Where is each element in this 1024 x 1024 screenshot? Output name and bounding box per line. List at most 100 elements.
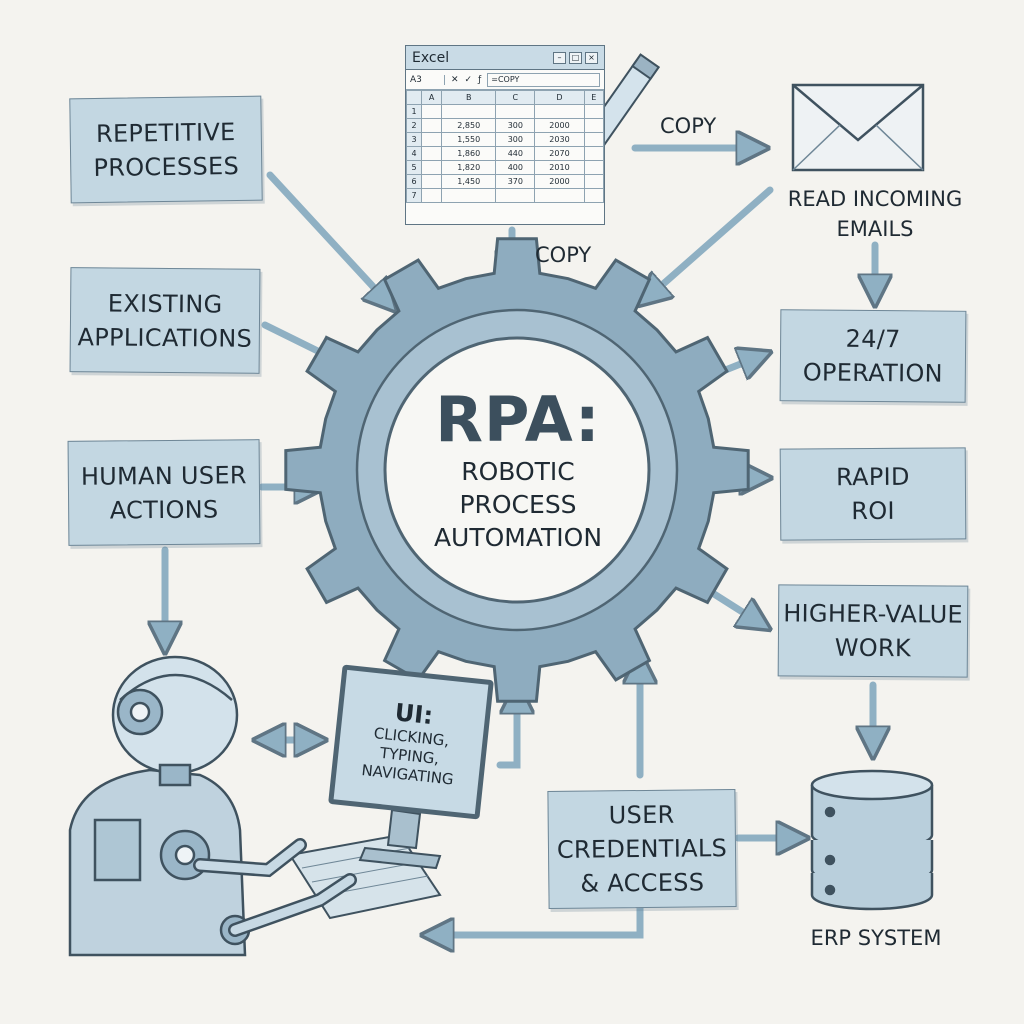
table-cell[interactable] bbox=[420, 146, 443, 161]
table-cell[interactable] bbox=[583, 174, 604, 189]
existing-applications-box: EXISTING APPLICATIONS bbox=[69, 267, 261, 374]
table-cell[interactable]: 2000 bbox=[534, 118, 585, 133]
table-cell[interactable] bbox=[420, 174, 443, 189]
formula-input[interactable]: =COPY bbox=[487, 72, 600, 87]
table-cell[interactable]: 2070 bbox=[534, 146, 585, 161]
table-cell[interactable] bbox=[583, 188, 604, 203]
rpa-subtitle-line: PROCESS bbox=[459, 490, 577, 519]
excel-titlebar: Excel – □ × bbox=[406, 46, 604, 70]
higher-value-work-box: HIGHER-VALUE WORK bbox=[777, 584, 969, 678]
rpa-subtitle-line: ROBOTIC bbox=[461, 457, 575, 486]
row-header[interactable]: 7 bbox=[406, 188, 422, 203]
box-line: USER bbox=[608, 800, 675, 830]
arrow-screen-to-gear bbox=[496, 690, 517, 769]
operation-box: 24/7 OPERATION bbox=[779, 309, 967, 403]
table-cell[interactable] bbox=[441, 104, 497, 119]
minimize-icon[interactable]: – bbox=[553, 51, 566, 64]
table-cell[interactable] bbox=[420, 118, 443, 133]
table-cell[interactable]: 2010 bbox=[534, 160, 585, 175]
table-cell[interactable] bbox=[583, 160, 604, 175]
label-line: READ INCOMING bbox=[787, 187, 963, 211]
box-line: ROI bbox=[851, 496, 895, 526]
table-cell[interactable]: 400 bbox=[495, 160, 536, 175]
table-cell[interactable]: 1,550 bbox=[441, 132, 497, 147]
table-cell[interactable] bbox=[441, 188, 497, 203]
table-cell[interactable]: 2000 bbox=[534, 174, 585, 189]
row-header[interactable]: 6 bbox=[406, 174, 422, 189]
column-header[interactable]: E bbox=[583, 90, 604, 105]
table-cell[interactable] bbox=[495, 104, 536, 119]
copy-label-right: COPY bbox=[660, 114, 717, 138]
column-header[interactable]: B bbox=[441, 90, 497, 105]
column-header[interactable]: D bbox=[534, 90, 585, 105]
table-cell[interactable] bbox=[420, 132, 443, 147]
read-emails-label: READ INCOMING EMAILS bbox=[775, 184, 975, 244]
rapid-roi-box: RAPID ROI bbox=[779, 447, 967, 541]
table-cell[interactable]: 1,450 bbox=[441, 174, 497, 189]
cancel-icon[interactable]: ✕ bbox=[451, 74, 459, 85]
box-line: & ACCESS bbox=[580, 868, 705, 898]
table-cell[interactable] bbox=[534, 188, 585, 203]
excel-title: Excel bbox=[412, 49, 450, 66]
box-line: RAPID bbox=[835, 462, 910, 492]
table-cell[interactable]: 2,850 bbox=[441, 118, 497, 133]
table-cell[interactable] bbox=[583, 132, 604, 147]
row-header[interactable]: 3 bbox=[406, 132, 422, 147]
table-cell[interactable]: 300 bbox=[495, 118, 536, 133]
function-icon[interactable]: ƒ bbox=[478, 74, 482, 85]
table-cell[interactable] bbox=[534, 104, 585, 119]
table-cell[interactable] bbox=[583, 118, 604, 133]
robot-icon bbox=[68, 655, 357, 957]
ui-line: NAVIGATING bbox=[360, 760, 455, 789]
label-line: EMAILS bbox=[836, 217, 914, 241]
box-line: HUMAN USER bbox=[80, 460, 247, 491]
table-cell[interactable]: 1,860 bbox=[441, 146, 497, 161]
table-cell[interactable]: 440 bbox=[495, 146, 536, 161]
row-header[interactable]: 2 bbox=[406, 118, 422, 133]
table-cell[interactable] bbox=[583, 104, 604, 119]
box-line: EXISTING bbox=[107, 289, 223, 319]
row-header[interactable]: 1 bbox=[406, 104, 422, 119]
user-credentials-box: USER CREDENTIALS & ACCESS bbox=[547, 789, 737, 909]
envelope-icon bbox=[791, 83, 925, 172]
arrow-email-to-gear bbox=[645, 186, 774, 300]
box-line: HIGHER-VALUE bbox=[783, 599, 964, 629]
ui-title: UI: bbox=[393, 697, 435, 730]
gear-center-text: RPA: ROBOTIC PROCESS AUTOMATION bbox=[393, 385, 643, 554]
table-cell[interactable]: 370 bbox=[495, 174, 536, 189]
box-line: CREDENTIALS bbox=[556, 834, 728, 864]
box-line: 24/7 bbox=[845, 324, 901, 354]
monitor-stand bbox=[358, 808, 442, 870]
gear-hole bbox=[383, 336, 651, 604]
column-header[interactable]: A bbox=[420, 90, 443, 105]
close-icon[interactable]: × bbox=[585, 51, 598, 64]
box-line: APPLICATIONS bbox=[77, 322, 253, 353]
cell-reference[interactable]: A3 bbox=[410, 74, 445, 85]
column-header[interactable] bbox=[406, 90, 422, 105]
maximize-icon[interactable]: □ bbox=[569, 51, 582, 64]
table-cell[interactable] bbox=[420, 160, 443, 175]
row-header[interactable]: 5 bbox=[406, 160, 422, 175]
table-cell[interactable]: 1,820 bbox=[441, 160, 497, 175]
table-cell[interactable] bbox=[420, 104, 443, 119]
table-cell[interactable]: 2030 bbox=[534, 132, 585, 147]
row-header[interactable]: 4 bbox=[406, 146, 422, 161]
check-icon[interactable]: ✓ bbox=[464, 74, 473, 85]
column-header[interactable]: C bbox=[495, 90, 536, 105]
box-line: PROCESSES bbox=[93, 151, 240, 182]
table-cell[interactable] bbox=[495, 188, 536, 203]
erp-system-label: ERP SYSTEM bbox=[810, 926, 942, 950]
excel-formula-bar: A3 ✕ ✓ ƒ =COPY bbox=[406, 70, 604, 90]
table-cell[interactable]: 300 bbox=[495, 132, 536, 147]
box-line: WORK bbox=[834, 633, 912, 663]
table-cell[interactable] bbox=[420, 188, 443, 203]
table-cell[interactable] bbox=[583, 146, 604, 161]
